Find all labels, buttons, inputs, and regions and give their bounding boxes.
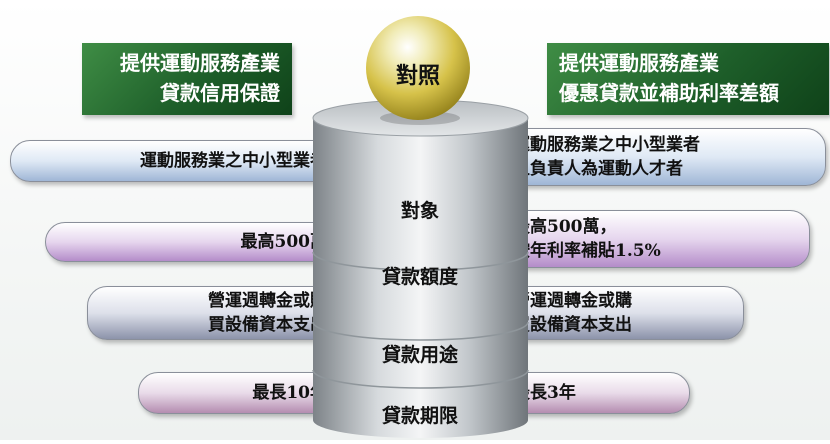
gold-ball [366,16,470,120]
right-row-target: 運動服務業之中小型業者 且負責人為運動人才者 [490,128,826,186]
segment-label-target: 對象 [400,200,439,222]
left-title-line-1: 提供運動服務產業 [120,51,280,75]
right-title-line-1: 提供運動服務產業 [559,51,719,75]
segment-separator-1 [312,251,529,271]
left-title-panel: 提供運動服務產業 貸款信用保證 [82,43,292,115]
right-title-line-2: 優惠貸款並補助利率差額 [559,81,779,105]
segment-label-amount: 貸款額度 [381,266,458,288]
right-row-amount-text-2: 按年利率補貼1.5% [513,241,661,261]
left-row-purpose-text-2: 買設備資本支出 [208,315,327,335]
right-row-target-text-1: 運動服務業之中小型業者 [513,135,700,155]
segment-label-term: 貸款期限 [381,405,458,427]
left-row-amount-text: 最高500萬 [240,232,328,252]
right-row-purpose-text-1: 營運週轉金或購 [513,291,632,311]
cylinder-body [313,118,528,420]
right-row-purpose-text-2: 買設備資本支出 [513,315,632,335]
right-title-panel: 提供運動服務產業 優惠貸款並補助利率差額 [547,43,829,115]
segment-label-purpose: 貸款用途 [381,344,458,366]
right-row-term-text: 最長3年 [513,383,576,403]
left-title-line-2: 貸款信用保證 [160,81,280,105]
cylinder-bottom [313,402,528,438]
segment-separator-3 [312,369,529,389]
left-row-target-text: 運動服務業之中小型業者 [140,151,327,171]
left-row-purpose-text-1: 營運週轉金或購 [208,291,327,311]
left-row-purpose: 營運週轉金或購 買設備資本支出 [87,286,350,340]
left-row-amount: 最高500萬 [45,222,350,262]
segment-separator-2 [312,321,529,341]
right-row-amount-text-1: 最高500萬， [513,217,617,237]
left-row-target: 運動服務業之中小型業者 [10,140,350,182]
ball-label: 對照 [395,63,440,89]
right-row-target-text-2: 且負責人為運動人才者 [513,159,683,179]
right-row-purpose: 營運週轉金或購 買設備資本支出 [490,286,744,340]
left-row-term-text: 最長10年 [252,383,327,403]
right-row-amount: 最高500萬， 按年利率補貼1.5% [490,210,810,268]
